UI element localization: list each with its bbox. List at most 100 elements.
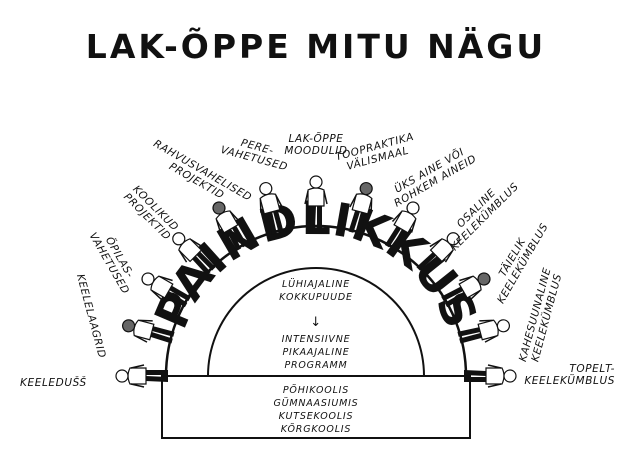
figure-head — [141, 272, 155, 286]
figure-leg — [267, 211, 277, 235]
inner-mid-line: PIKAAJALINE — [282, 347, 349, 358]
figure-leg — [146, 376, 168, 382]
person-figure-icon — [348, 181, 373, 235]
base-text-group: PÕHIKOOLIS GÜMNAASIUMIS KUTSEKOOLIS KÕRG… — [273, 384, 358, 435]
figure-arm — [134, 335, 148, 343]
figure-head — [172, 232, 186, 246]
figure-leg — [169, 285, 191, 302]
figure-head — [446, 232, 460, 246]
figure-leg — [464, 370, 486, 376]
figure-head — [477, 272, 491, 286]
person-figure-icon — [464, 364, 517, 388]
figure-leg — [310, 206, 316, 228]
inner-mid-line: PROGRAMM — [284, 360, 347, 371]
figure-leg — [459, 332, 482, 344]
figure-arm — [469, 289, 481, 301]
option-label: KEELEDUŠŠ — [20, 376, 87, 389]
figure-arm — [459, 275, 473, 282]
figure-leg — [226, 228, 242, 251]
figure-leg — [317, 206, 322, 228]
person-figure-icon — [441, 272, 491, 308]
diagram-title: LAK-ÕPPE MITU NÄGU — [86, 26, 546, 66]
person-figure-icon — [172, 232, 216, 276]
person-figure-icon — [416, 232, 460, 276]
figure-arm — [259, 199, 262, 213]
person-figure-icon — [121, 319, 175, 344]
figure-arm — [391, 211, 403, 223]
figure-arm — [130, 383, 145, 388]
figure-body — [307, 187, 325, 207]
person-figure-icon — [304, 175, 328, 228]
figure-leg — [166, 291, 188, 308]
person-figure-icon — [384, 201, 420, 251]
figure-leg — [355, 212, 366, 235]
figure-leg — [464, 377, 486, 382]
person-figure-icon — [259, 181, 284, 235]
figure-arm — [190, 238, 203, 248]
figure-leg — [196, 251, 216, 271]
figure-leg — [421, 256, 441, 276]
person-figure-icon — [212, 201, 248, 251]
option-label: KEELELAAGRID — [74, 273, 108, 360]
figure-arm — [370, 199, 373, 213]
figure-head — [121, 319, 136, 333]
figure-body — [127, 367, 147, 385]
figure-head — [406, 201, 420, 215]
option-label-line: LAK-ÕPPE — [288, 132, 343, 145]
outer-arc — [164, 224, 468, 377]
inner-text-group: LÜHIAJALINE KOKKUPUUDE ↓ INTENSIIVNE PIK… — [279, 279, 353, 371]
option-label-line: TOPELT- — [569, 363, 615, 375]
base-box — [161, 375, 471, 439]
figure-arm — [304, 190, 309, 205]
figure-head — [115, 369, 129, 383]
inner-mid-line: INTENSIIVNE — [282, 334, 351, 345]
base-line: KÕRGKOOLIS — [281, 423, 351, 435]
inner-arc — [207, 267, 425, 377]
person-figure-icon — [457, 319, 511, 344]
person-figure-icon — [115, 364, 168, 388]
figure-arm — [178, 250, 188, 263]
figure-head — [309, 175, 323, 189]
figure-arm — [429, 238, 442, 248]
figure-head — [212, 201, 226, 215]
figure-arm — [215, 219, 222, 233]
figure-arm — [410, 219, 417, 233]
figure-arm — [349, 194, 357, 208]
base-line: GÜMNAASIUMIS — [273, 398, 358, 409]
figure-head — [359, 181, 373, 196]
figure-leg — [150, 332, 173, 344]
option-label-line: KEELELAAGRID — [74, 273, 108, 360]
figure-arm — [275, 194, 283, 208]
figure-leg — [192, 255, 211, 276]
figure-arm — [323, 190, 328, 205]
figure-arm — [444, 250, 454, 263]
option-label: PERE-VAHETUSED — [219, 137, 289, 173]
base-line: PÕHIKOOLIS — [283, 384, 349, 396]
base-line: KUTSEKOOLIS — [279, 411, 354, 422]
inner-top-line: KOKKUPUUDE — [279, 292, 353, 303]
figure-arm — [487, 364, 502, 369]
figure-leg — [152, 326, 175, 337]
figure-leg — [231, 225, 248, 248]
figure-arm — [130, 364, 145, 369]
figure-head — [259, 181, 273, 196]
option-label: TOPELT-KEELEKÜMBLUS — [524, 363, 615, 387]
figure-arm — [484, 335, 498, 343]
figure-arm — [151, 289, 163, 301]
option-label-line: KEELEDUŠŠ — [20, 376, 87, 389]
figure-head — [503, 369, 517, 383]
figure-leg — [390, 229, 407, 251]
person-figure-icon — [141, 272, 191, 308]
figure-leg — [348, 210, 360, 233]
down-arrow-icon: ↓ — [310, 315, 321, 330]
figure-body — [485, 367, 505, 385]
figures-group — [115, 175, 517, 388]
figure-arm — [479, 319, 493, 322]
figure-leg — [146, 370, 168, 375]
